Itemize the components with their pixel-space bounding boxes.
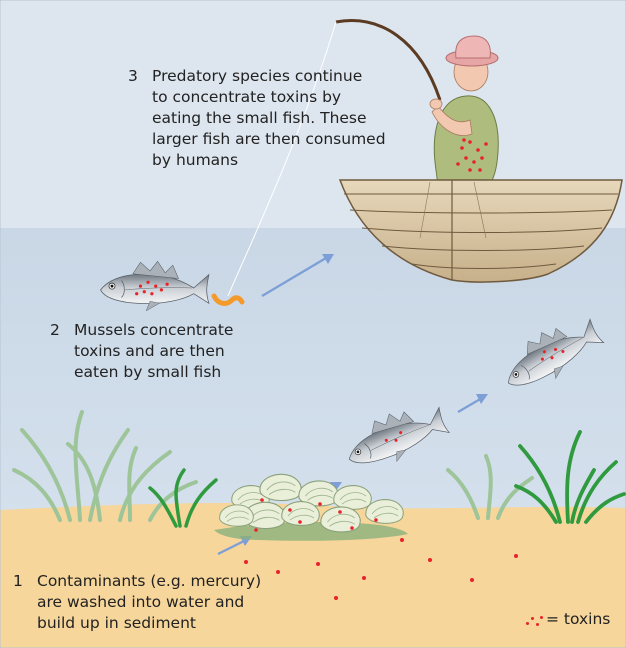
step-3-line-5: by humans xyxy=(128,150,386,171)
step-3-number: 3 xyxy=(128,66,152,87)
step-2-line-1: Mussels concentrate xyxy=(74,321,233,339)
step-1-line-3: build up in sediment xyxy=(13,613,261,634)
toxin-dots-icon xyxy=(522,612,546,628)
step-2-line-3: eaten by small fish xyxy=(50,362,233,383)
legend-label: = toxins xyxy=(546,610,610,628)
step-2-number: 2 xyxy=(50,320,74,341)
step-3-line-4: larger fish are then consumed xyxy=(128,129,386,150)
step-3-line-3: eating the small fish. These xyxy=(128,108,386,129)
toxins-legend: = toxins xyxy=(522,610,610,628)
step-1-number: 1 xyxy=(13,571,37,592)
step-1-line-2: are washed into water and xyxy=(13,592,261,613)
step-3-line-1: Predatory species continue xyxy=(152,67,362,85)
step-1-line-1: Contaminants (e.g. mercury) xyxy=(37,572,261,590)
step-2-line-2: toxins and are then xyxy=(50,341,233,362)
step-3-line-2: to concentrate toxins by xyxy=(128,87,386,108)
